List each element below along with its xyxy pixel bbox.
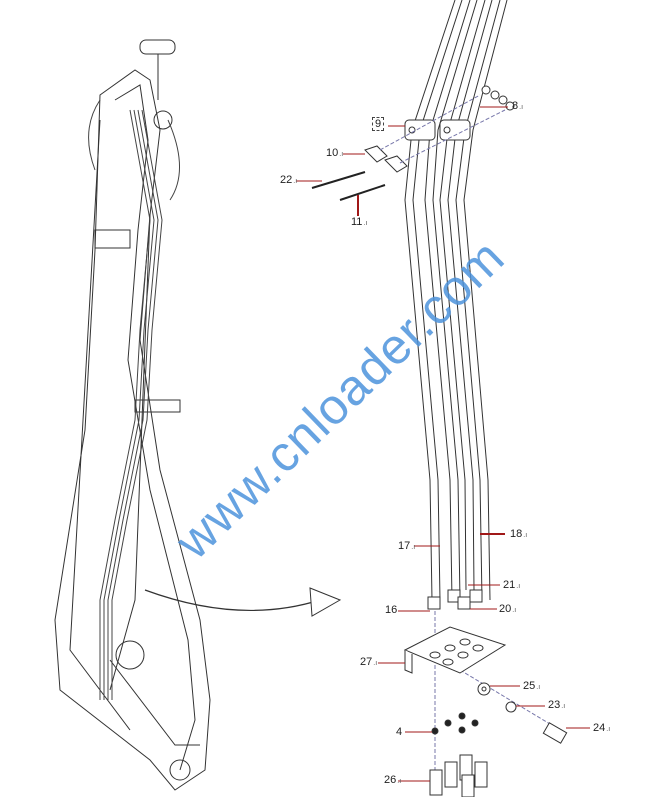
assembly-lines: [379, 94, 561, 770]
nuts-top: [481, 85, 515, 111]
washers-bolt: [477, 682, 568, 744]
callout-text: 4: [396, 726, 403, 738]
callout-text: 25: [523, 680, 536, 692]
o-rings: [431, 712, 479, 735]
callout-text: 27: [360, 656, 373, 668]
callout-text: 9: [372, 117, 385, 131]
callout-25: 25.ı: [523, 680, 541, 692]
callout-text: 17: [398, 540, 411, 552]
callout-9: 9: [372, 117, 385, 131]
callout-17: 17.ı: [398, 540, 416, 552]
callout-18: 18.ı: [510, 528, 528, 540]
callout-text: 26: [384, 774, 397, 786]
callout-arrow: [144, 587, 342, 617]
clamp-blocks: [364, 119, 471, 173]
callout-text: 20: [499, 603, 512, 615]
callout-21: 21.ı: [503, 579, 521, 591]
callout-text: 16: [385, 604, 398, 616]
callout-11: 11.ı: [351, 216, 368, 228]
leader-lines: [296, 106, 590, 782]
callout-27: 27.ı: [360, 656, 378, 668]
callout-text: 8: [512, 100, 519, 112]
fittings: [427, 589, 483, 610]
callout-text: 11: [351, 216, 363, 228]
boom-arm: [54, 39, 211, 791]
bolts: [311, 171, 386, 201]
callout-20: 20.ı: [499, 603, 517, 615]
callout-text: 24: [593, 722, 606, 734]
callout-22: 22.ı: [280, 174, 298, 186]
callout-text: 10: [326, 147, 339, 159]
callout-24: 24.ı: [593, 722, 611, 734]
boom-hoses: [88, 99, 180, 700]
adapters: [429, 754, 488, 797]
callout-23: 23.ı: [548, 699, 566, 711]
bracket: [403, 626, 507, 674]
callout-text: 23: [548, 699, 561, 711]
callout-text: 18: [510, 528, 523, 540]
callout-8: 8.ı: [512, 100, 524, 112]
callout-16: 16: [385, 604, 397, 616]
callout-text: 21: [503, 579, 516, 591]
callout-text: 22: [280, 174, 293, 186]
callout-10: 10.ı: [326, 147, 344, 159]
callout-26: 26.ı: [384, 774, 402, 786]
callout-4: 4: [396, 726, 402, 738]
